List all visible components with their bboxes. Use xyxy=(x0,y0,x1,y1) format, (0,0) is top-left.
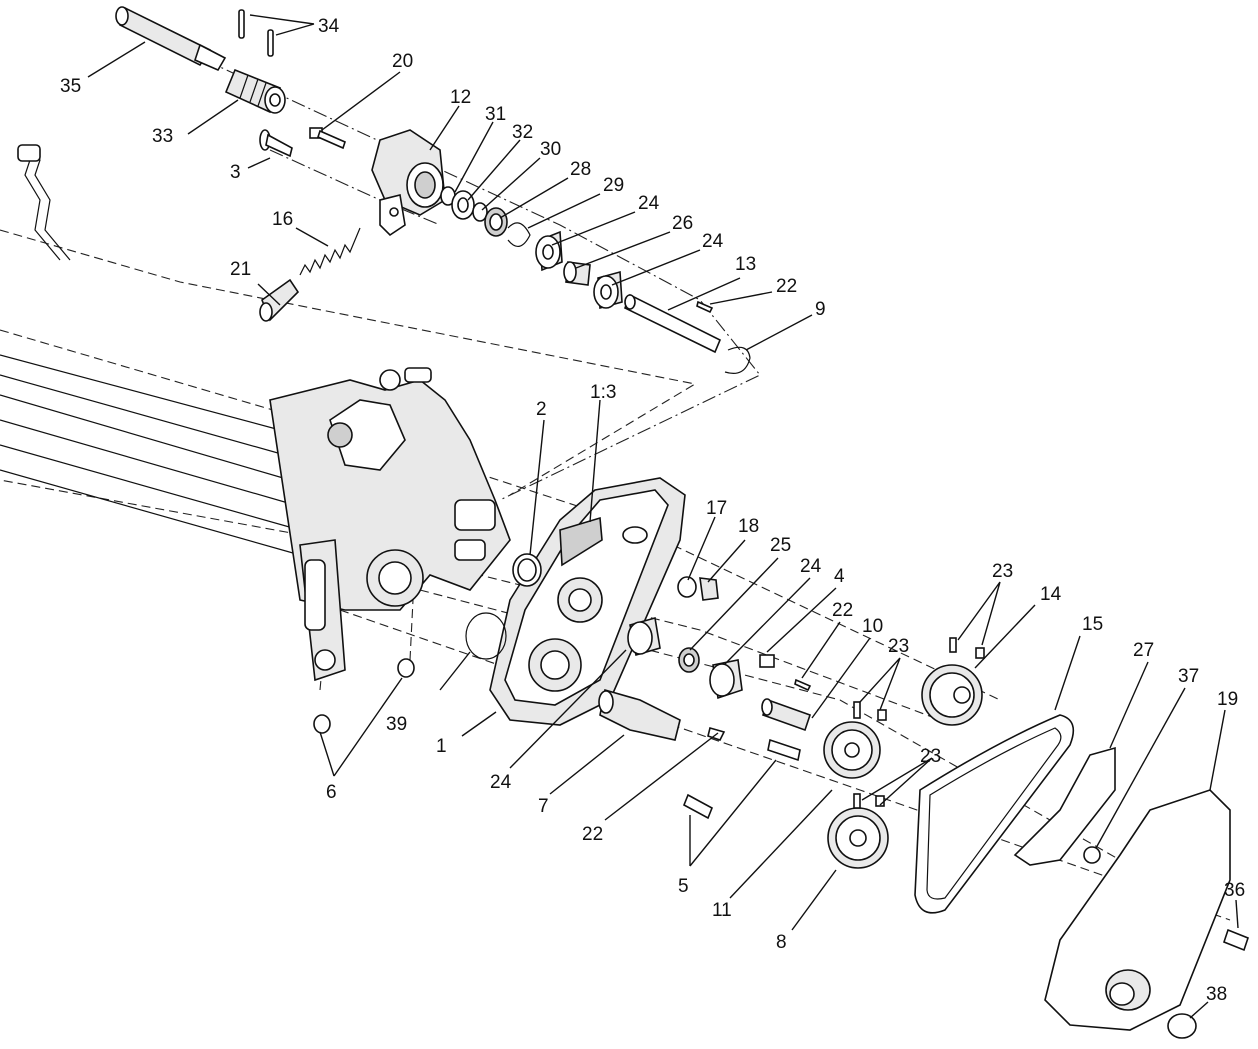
bolts-5 xyxy=(682,738,801,820)
callout-28: 28 xyxy=(570,159,591,180)
callout-6: 6 xyxy=(326,782,337,803)
callout-1: 1 xyxy=(436,736,447,757)
callout-36: 36 xyxy=(1224,880,1245,901)
callout-labels: 35 34 33 20 3 12 31 32 30 28 29 24 26 24… xyxy=(60,16,1245,1005)
washers-31-32-30-28 xyxy=(440,186,508,237)
callout-23-c: 23 xyxy=(920,746,941,767)
plug-38 xyxy=(1167,1013,1197,1039)
callout-11: 11 xyxy=(712,900,732,921)
callout-3: 3 xyxy=(230,162,241,183)
bearing-24-left xyxy=(627,616,661,657)
reel-gear-icon xyxy=(327,422,353,448)
callout-21: 21 xyxy=(230,259,251,280)
callout-26: 26 xyxy=(672,213,693,234)
callout-24-d: 24 xyxy=(490,772,512,793)
callout-30: 30 xyxy=(540,139,561,160)
washer-37 xyxy=(1083,846,1101,864)
bearing-24-top xyxy=(535,230,563,272)
o-ring-39 xyxy=(465,612,507,660)
callout-15: 15 xyxy=(1082,614,1103,635)
callout-22-a: 22 xyxy=(776,276,797,297)
reel-housing xyxy=(0,144,511,682)
spring-16 xyxy=(299,227,361,276)
bearing-25 xyxy=(678,647,700,673)
snap-ring-9 xyxy=(724,346,751,374)
callout-1-3: 1:3 xyxy=(590,382,616,403)
callout-29: 29 xyxy=(603,175,624,196)
bearing-housing-12 xyxy=(371,129,446,237)
coupler-33 xyxy=(224,68,286,114)
callout-31: 31 xyxy=(485,104,506,125)
callout-22-c: 22 xyxy=(582,824,603,845)
callout-34: 34 xyxy=(318,16,340,37)
screw-3 xyxy=(259,129,293,158)
callout-35: 35 xyxy=(60,76,81,97)
callout-7: 7 xyxy=(538,796,549,817)
callout-4: 4 xyxy=(834,566,845,587)
bushings-6 xyxy=(313,658,415,734)
callout-5: 5 xyxy=(678,876,689,897)
bolt-20 xyxy=(309,127,346,150)
bolt-36 xyxy=(1223,928,1249,952)
callout-23-b: 23 xyxy=(992,561,1013,582)
callout-37: 37 xyxy=(1178,666,1199,687)
bearing-24-mid xyxy=(593,270,623,310)
drive-shaft-35 xyxy=(115,6,227,72)
callout-2: 2 xyxy=(536,399,547,420)
callout-16: 16 xyxy=(272,209,293,230)
callout-14: 14 xyxy=(1040,584,1062,605)
spring-clip-29 xyxy=(507,222,531,247)
gear-14 xyxy=(921,637,985,726)
roll-pins-34 xyxy=(238,9,274,57)
callout-25: 25 xyxy=(770,535,791,556)
callout-10: 10 xyxy=(862,616,883,637)
callout-33: 33 xyxy=(152,126,173,147)
callout-12: 12 xyxy=(450,87,471,108)
key-22-top xyxy=(696,300,714,314)
callout-9: 9 xyxy=(815,299,826,320)
callout-13: 13 xyxy=(735,254,756,275)
bolt-4 xyxy=(759,654,775,668)
gasket-27 xyxy=(1013,746,1116,866)
callout-38: 38 xyxy=(1206,984,1227,1005)
washer-17 xyxy=(677,576,697,598)
callout-24-b: 24 xyxy=(702,231,724,252)
callout-22-b: 22 xyxy=(832,600,853,621)
callout-32: 32 xyxy=(512,122,533,143)
shaft-13 xyxy=(623,293,722,354)
callout-8: 8 xyxy=(776,932,787,953)
callout-17: 17 xyxy=(706,498,727,519)
callout-19: 19 xyxy=(1217,689,1238,710)
gear-11 xyxy=(823,701,887,779)
bearing-24-right xyxy=(709,659,743,700)
callout-24-c: 24 xyxy=(800,556,822,577)
cover-19 xyxy=(1044,789,1231,1031)
callout-39: 39 xyxy=(386,714,407,735)
gasket-1-3 xyxy=(559,516,603,567)
gear-8 xyxy=(827,793,889,869)
callout-27: 27 xyxy=(1133,640,1154,661)
drive-shaft-7 xyxy=(598,688,681,741)
side-plate-1 xyxy=(489,477,686,726)
pin-21 xyxy=(259,278,300,322)
o-ring-2 xyxy=(512,553,542,587)
shaft-10 xyxy=(761,698,812,732)
key-22-mid xyxy=(794,678,812,692)
spacer-26 xyxy=(563,261,591,286)
belt-15 xyxy=(914,714,1075,914)
callout-20: 20 xyxy=(392,51,413,72)
callout-18: 18 xyxy=(738,516,759,537)
callout-24-a: 24 xyxy=(638,193,660,214)
callout-23-a: 23 xyxy=(888,636,909,657)
leader-lines xyxy=(87,14,1239,1019)
